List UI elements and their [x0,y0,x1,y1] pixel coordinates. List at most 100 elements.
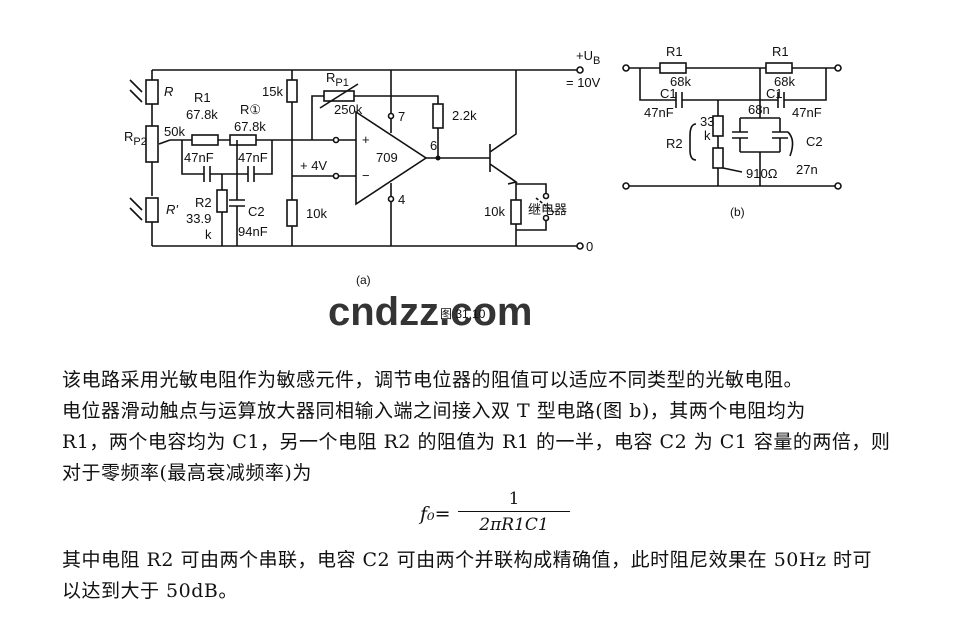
r-circ-label: R① [240,102,261,117]
transistor [489,70,517,200]
pin6-label: 6 [430,138,437,153]
formula-lhs: f₀= [420,503,451,525]
b-c2-bottom [739,138,781,186]
paragraph-line-3: R1，两个电容均为 C1，另一个电阻 R2 的阻值为 R1 的一半，电容 C2 … [62,431,891,453]
inv-node [332,136,340,144]
resistor-10k-right [510,199,522,225]
watermark: cndzz.com [328,290,532,330]
opamp-709 [355,110,428,206]
b-c2-brace [787,131,794,157]
paragraph-line-5: 其中电阻 R2 可由两个串联，电容 C2 可由两个并联构成精确值，此时阻尼效果在… [62,549,873,571]
cap-right [247,166,255,182]
pot-rp2 [145,125,159,163]
b-out-terminal [834,64,842,72]
b-c2b-value: 27n [796,162,818,177]
b-resistor-r2b [712,147,724,169]
relay-switch [535,197,557,215]
opamp-label: 709 [376,150,398,165]
b-gnd-out-terminal [834,182,842,190]
b-cap-path [639,68,827,101]
b-cap-c1-left [675,92,683,108]
twin-t-cap-path [181,140,273,175]
r15k-label: 15k [262,84,283,99]
b-resistor-r1-left [659,62,687,74]
transistor-arrow [507,176,518,185]
pin4-dot [387,195,395,203]
b-r2b-value: 910Ω [746,166,778,181]
r10k-right-label: 10k [484,204,505,219]
feedback-wire [311,95,439,140]
r2-unit: k [205,227,212,242]
r22k-label: 2.2k [452,108,477,123]
r1-value: 67.8k [186,107,218,122]
ldr-top [145,79,159,105]
relay-wire [516,183,547,231]
b-in-terminal [622,64,630,72]
b-r2b-leader [722,167,743,173]
cap-left-value: 47nF [184,150,214,165]
paragraph-line-6: 以达到大于 50dB。 [62,580,238,602]
relay-contact-bottom [542,214,550,222]
relay-contact-top [542,192,550,200]
c2-branch [229,140,245,246]
ground-label: 0 [586,239,593,254]
r2-value: 33.9 [186,211,211,226]
b-c2-top [739,68,781,132]
resistor-r1 [191,134,219,146]
pot-rp2-value: 50k [164,124,185,139]
b-r2-brace [689,123,697,161]
opamp-plus: + [362,132,370,147]
supply-terminal [576,66,584,74]
b-c1-right-value: 47nF [792,105,822,120]
ground-terminal [576,242,584,250]
c2-label: C2 [248,204,265,219]
paragraph-line-2: 电位器滑动触点与运算放大器同相输入端之间接入双 T 型电路(图 b)，其两个电阻… [62,400,806,422]
ldr-bottom-label: R' [166,202,178,217]
panel-a-label: (a) [356,273,371,287]
resistor-r2 [216,189,228,213]
opamp-minus: − [362,168,370,183]
cap-right-value: 47nF [238,150,268,165]
fraction-bar [458,511,570,512]
pot-rp2-wiper [158,139,171,145]
formula-numerator: 1 [508,489,520,509]
b-c1-right-label: C1 [766,86,783,101]
pot-rp2-label: RP2 [124,129,147,148]
relay-label: 继电器 [528,202,567,217]
b-c2-label: C2 [806,134,823,149]
b-resistor-r1-right [765,62,793,74]
zero-frequency-formula: f₀= 1 2πR1C1 [420,487,580,547]
paragraph-line-4: 对于零频率(最高衰减频率)为 [62,462,312,484]
noninv-node [332,172,340,180]
panel-b-label: (b) [730,205,745,219]
b-cap-c1-right [777,92,785,108]
formula-denominator: 2πR1C1 [479,515,549,535]
cap-left [203,166,211,182]
b-r2a-unit: k [704,128,711,143]
circuit-schematic: +UB = 10V 0 R R' RP2 50k R1 67.8k R① 67.… [124,44,842,330]
resistor-r-circ [229,134,257,146]
r2-label: R2 [195,195,212,210]
b-c1-left-value: 47nF [644,105,674,120]
pot-rp1-arrow [319,83,359,109]
b-r2-label: R2 [666,136,683,151]
resistor-2k2 [432,103,444,129]
pot-rp1-label: RP1 [326,70,349,89]
b-r2a-value: 33 [700,114,714,129]
light-arrows-top [129,79,143,103]
c2-value: 94nF [238,224,268,239]
figure-caption: 图 31.10 [440,307,486,321]
b-r1-right-value: 68k [774,74,795,89]
b-c1-left-label: C1 [660,86,677,101]
b-c2-plates [732,131,788,139]
resistor-15k [286,79,298,103]
resistor-10k-left [286,199,298,227]
light-arrows-bottom [129,197,143,221]
b-gnd-in-terminal [622,182,630,190]
supply-label: +UB [576,48,600,67]
b-r1-left-label: R1 [666,44,683,59]
b-resistor-r2a [712,115,724,137]
ldr-bottom [145,197,159,223]
pin7-dot [387,112,395,120]
formula-fraction: 1 2πR1C1 [458,487,570,538]
